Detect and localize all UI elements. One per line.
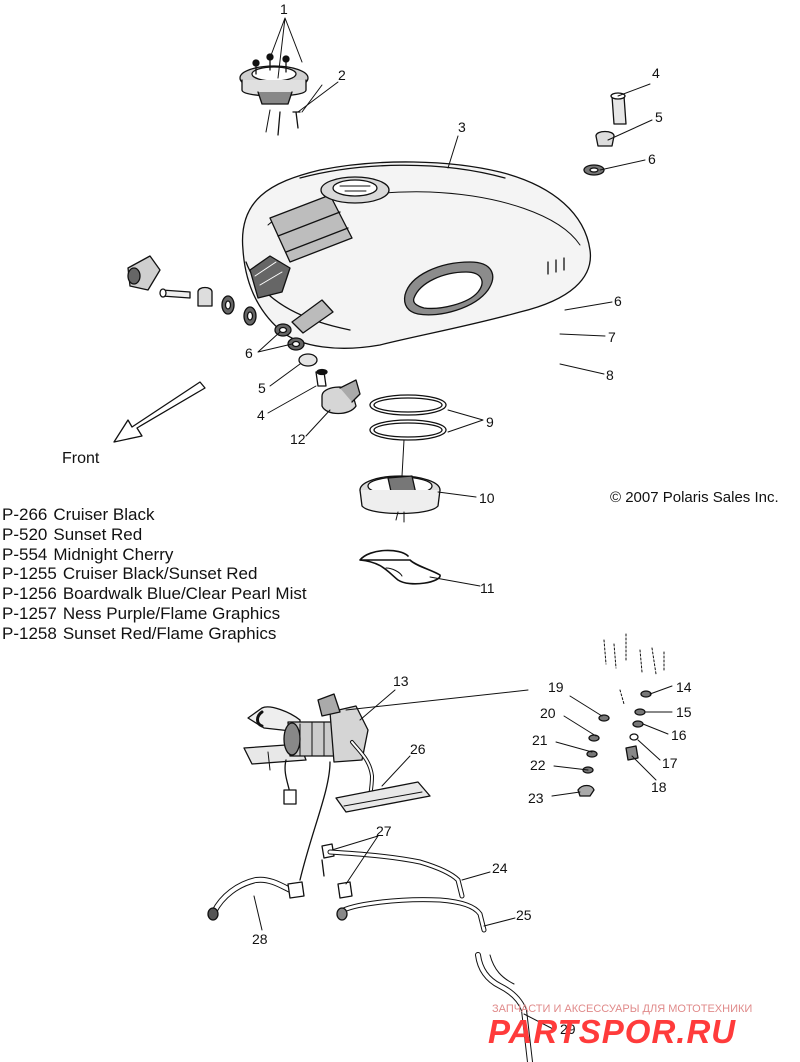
callout-22: 22 [530,757,546,773]
retaining-ring [359,549,441,585]
callout-7: 7 [608,329,616,345]
callout-8: 8 [606,367,614,383]
callout-26: 26 [410,741,426,757]
color-code: P-1258 [2,623,57,643]
callout-12: 12 [290,431,306,447]
color-name: Midnight Cherry [53,544,174,564]
watermark-tagline: ЗАПЧАСТИ И АКСЕССУАРЫ ДЛЯ МОТОТЕХНИКИ [492,1003,753,1015]
callout-6-right: 6 [614,293,622,309]
upper-fasteners [583,92,627,176]
fuel-filter-plate [335,781,431,813]
color-code: P-1257 [2,603,57,623]
color-name: Cruiser Black [53,505,155,524]
front-direction-arrow [113,381,206,443]
callout-15: 15 [676,704,692,720]
color-code: P-1255 [2,564,57,584]
color-name: Cruiser Black/Sunset Red [62,564,258,584]
callout-28: 28 [252,931,268,947]
drain-hose [475,952,533,1062]
callout-9: 9 [486,414,494,430]
small-hardware-set [577,633,665,797]
callout-6-upper: 6 [648,151,656,167]
callout-27: 27 [376,823,392,839]
callout-3: 3 [458,119,466,135]
callout-6-lower: 6 [245,345,253,361]
fuel-pump-flange [359,439,441,523]
callout-4-lower: 4 [257,407,265,423]
callout-20: 20 [540,705,556,721]
callout-17: 17 [662,755,678,771]
callout-14: 14 [676,679,692,695]
vent-hose [207,876,305,921]
callout-23: 23 [528,790,544,806]
color-name: Boardwalk Blue/Clear Pearl Mist [62,584,307,604]
callout-13: 13 [393,673,409,689]
callout-numbers: 1 2 3 4 5 6 6 7 8 6 5 4 12 9 10 11 13 14… [245,1,692,1037]
color-name: Ness Purple/Flame Graphics [62,603,281,623]
color-code: P-520 [2,524,48,544]
callout-5-upper: 5 [655,109,663,125]
fuel-cap [239,53,309,136]
left-mount-hardware [127,255,257,326]
callout-4-upper: 4 [652,65,660,81]
callout-21: 21 [532,732,548,748]
callout-2: 2 [338,67,346,83]
color-name: Sunset Red/Flame Graphics [62,623,277,643]
callout-16: 16 [671,727,687,743]
callout-19: 19 [548,679,564,695]
callout-10: 10 [479,490,495,506]
callout-1: 1 [280,1,288,17]
leader-lines [253,17,673,1031]
callout-29: 29 [560,1021,576,1037]
legend-row: P-266 Cruiser Black [2,505,307,525]
fuel-tank [241,161,592,349]
front-label: Front [62,450,100,467]
callout-24: 24 [492,860,508,876]
callout-11: 11 [480,580,495,596]
fuel-pump-assembly [243,693,374,881]
color-code: P-266 [2,505,48,524]
callout-18: 18 [651,779,667,795]
fuel-pump-gaskets [369,394,447,441]
callout-25: 25 [516,907,532,923]
color-code: P-554 [2,544,48,564]
callout-5-lower: 5 [258,380,266,396]
copyright-notice: © 2007 Polaris Sales Inc. [610,489,779,506]
watermark-logo: PARTSPOR.RU [488,1013,737,1050]
color-code: P-1256 [2,584,57,604]
fuel-lines [321,843,487,933]
color-name: Sunset Red [53,524,143,544]
